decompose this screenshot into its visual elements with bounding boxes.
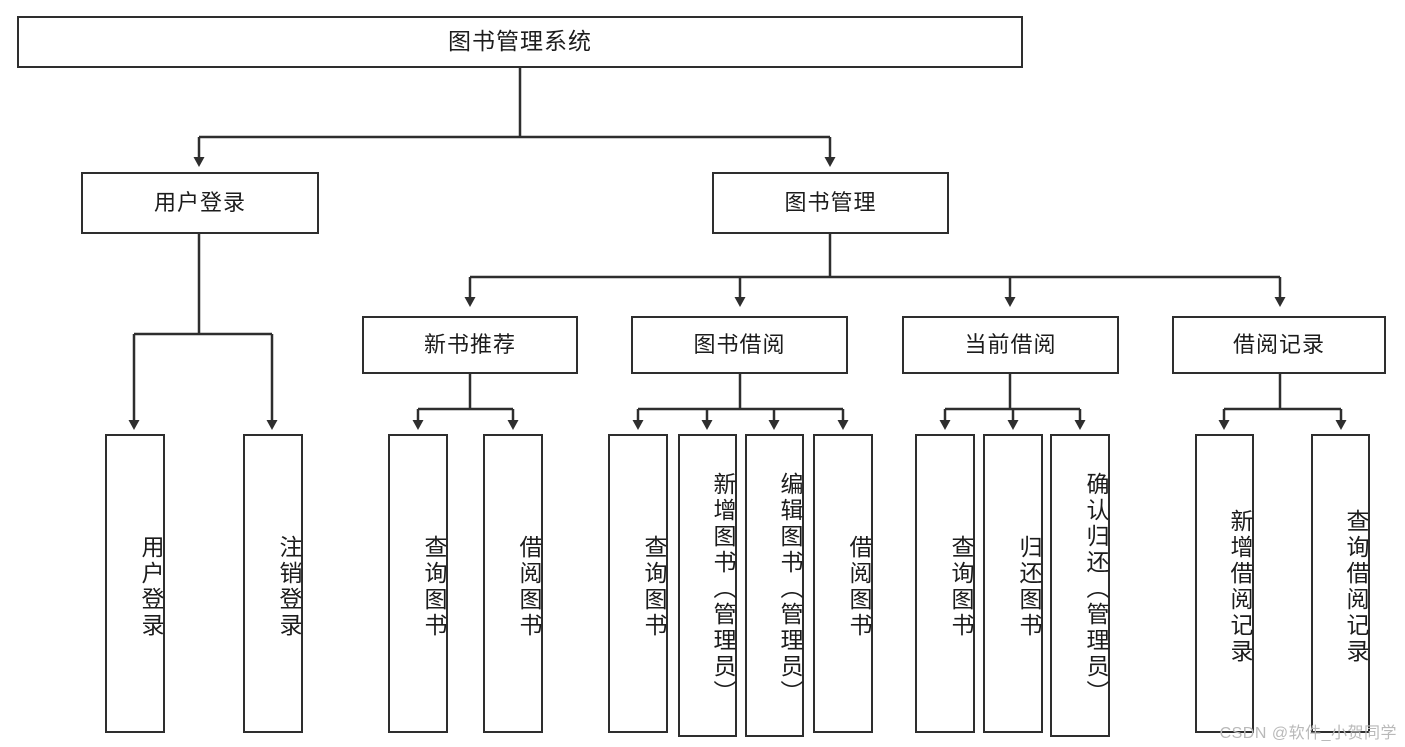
node-label: 编辑图书（管理员） [777,471,803,706]
leaf-query-borrow-record[interactable]: 查询借阅记录 [1311,434,1370,733]
node-root-book-management-system[interactable]: 图书管理系统 [17,16,1023,68]
node-label: 归还图书 [1016,534,1042,639]
node-label: 查询图书 [948,534,974,639]
leaf-query-book-1[interactable]: 查询图书 [388,434,448,733]
leaf-borrow-book-1[interactable]: 借阅图书 [483,434,543,733]
node-label: 新书推荐 [423,331,516,357]
node-label: 确认归还（管理员） [1083,471,1109,706]
node-borrow-record[interactable]: 借阅记录 [1172,316,1386,374]
node-book-management[interactable]: 图书管理 [712,172,949,234]
leaf-user-login[interactable]: 用户登录 [105,434,165,733]
leaf-add-book-admin[interactable]: 新增图书（管理员） [678,434,737,737]
node-label: 图书管理 [784,189,877,215]
leaf-edit-book-admin[interactable]: 编辑图书（管理员） [745,434,804,737]
node-label: 查询图书 [641,534,667,639]
node-new-book-recommend[interactable]: 新书推荐 [362,316,578,374]
leaf-query-book-3[interactable]: 查询图书 [915,434,975,733]
node-label: 用户登录 [153,189,246,215]
node-label: 查询图书 [421,534,447,639]
node-user-login[interactable]: 用户登录 [81,172,319,234]
node-label: 当前借阅 [964,331,1057,357]
node-label: 图书管理系统 [448,28,592,55]
leaf-return-book[interactable]: 归还图书 [983,434,1043,733]
node-current-borrow[interactable]: 当前借阅 [902,316,1119,374]
node-label: 图书借阅 [693,331,786,357]
node-label: 用户登录 [138,534,164,639]
leaf-borrow-book-2[interactable]: 借阅图书 [813,434,873,733]
node-label: 查询借阅记录 [1343,508,1369,665]
leaf-add-borrow-record[interactable]: 新增借阅记录 [1195,434,1254,733]
node-label: 注销登录 [276,534,302,639]
leaf-query-book-2[interactable]: 查询图书 [608,434,668,733]
node-label: 借阅图书 [516,534,542,639]
node-label: 新增图书（管理员） [710,471,736,706]
leaf-confirm-return-admin[interactable]: 确认归还（管理员） [1050,434,1110,737]
watermark-csdn: CSDN @软件_小贺同学 [1219,725,1397,742]
node-label: 借阅记录 [1232,331,1325,357]
node-book-borrow[interactable]: 图书借阅 [631,316,848,374]
leaf-logout-login[interactable]: 注销登录 [243,434,303,733]
node-label: 借阅图书 [846,534,872,639]
node-label: 新增借阅记录 [1227,508,1253,665]
